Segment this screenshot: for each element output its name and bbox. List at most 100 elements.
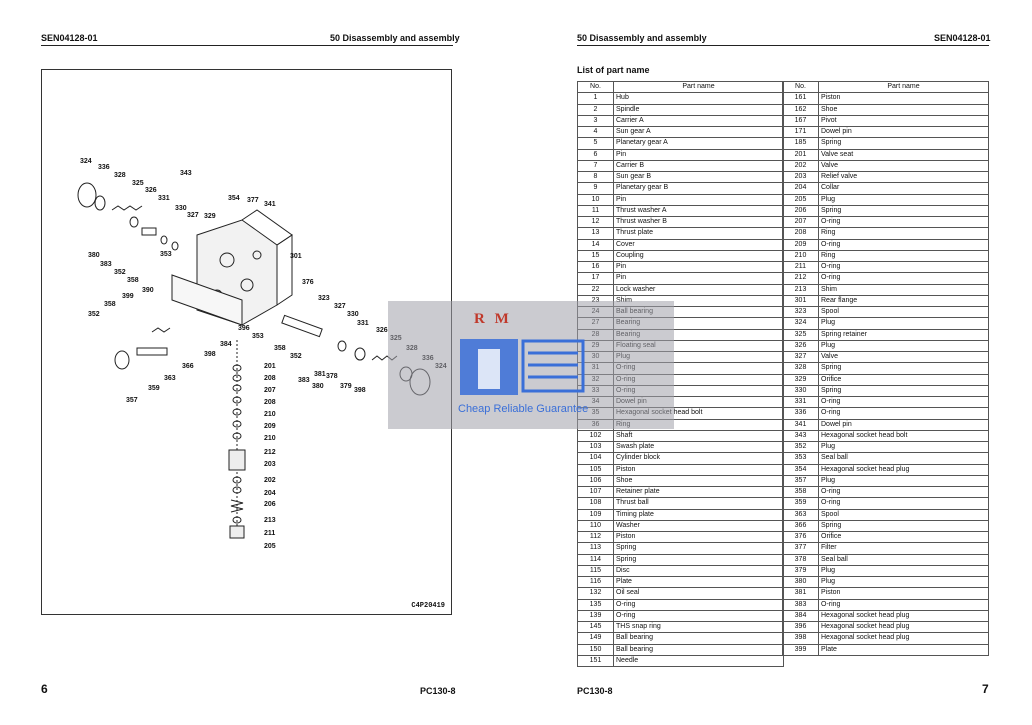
callout-label: 353 xyxy=(160,251,172,258)
part-number: 325 xyxy=(782,328,819,341)
part-number: 211 xyxy=(782,260,819,274)
callout-label: 357 xyxy=(126,397,138,404)
callout-label: 208 xyxy=(264,375,276,382)
part-name: Filter xyxy=(818,542,989,555)
part-name: Lock washer xyxy=(613,283,784,296)
part-name: Piston xyxy=(818,92,989,105)
part-name: O-ring xyxy=(818,272,989,285)
part-number: 113 xyxy=(577,542,614,555)
part-name: Spring xyxy=(613,542,784,555)
part-name: Hexagonal socket head plug xyxy=(818,609,989,623)
part-name: Cover xyxy=(613,238,784,251)
callout-label: 383 xyxy=(298,377,310,384)
part-name: Carrier B xyxy=(613,159,784,173)
callout-label: 201 xyxy=(264,363,276,370)
part-number: 358 xyxy=(782,485,819,499)
callout-label: 324 xyxy=(80,158,92,165)
callout-label: 210 xyxy=(264,435,276,442)
table-header-row: No. Part name xyxy=(782,80,989,94)
part-number: 379 xyxy=(782,564,819,578)
part-number: 105 xyxy=(577,463,614,476)
part-number: 384 xyxy=(782,609,819,623)
part-number: 213 xyxy=(782,283,819,296)
callout-label: 366 xyxy=(182,363,194,370)
callout-label: 208 xyxy=(264,399,276,406)
callout-label: 330 xyxy=(175,205,187,212)
part-number: 205 xyxy=(782,193,819,206)
part-number: 326 xyxy=(782,339,819,353)
part-number: 116 xyxy=(577,575,614,589)
part-name: Plug xyxy=(818,564,989,578)
part-name: Dowel pin xyxy=(818,418,989,431)
left-section-title: 50 Disassembly and assembly xyxy=(330,33,460,43)
part-name: Relief valve xyxy=(818,170,989,184)
part-name: Spring retainer xyxy=(818,328,989,341)
part-name: Hexagonal socket head plug xyxy=(818,463,989,476)
part-number: 9 xyxy=(577,182,614,195)
right-model: PC130-8 xyxy=(577,686,613,696)
part-number: 380 xyxy=(782,575,819,589)
col-no-header: No. xyxy=(577,80,614,94)
callout-label: 327 xyxy=(334,303,346,310)
figure-code: C4P20419 xyxy=(411,602,445,610)
part-name: Spring xyxy=(818,362,989,375)
part-name: Plug xyxy=(818,440,989,454)
callout-label: 396 xyxy=(238,325,250,332)
callout-label: 376 xyxy=(302,279,314,286)
part-number: 1 xyxy=(577,92,614,105)
part-name: Retainer plate xyxy=(613,485,784,499)
part-number: 185 xyxy=(782,137,819,150)
callout-label: 353 xyxy=(252,333,264,340)
part-number: 206 xyxy=(782,204,819,218)
callout-label: 327 xyxy=(187,212,199,219)
part-name: Oil seal xyxy=(613,587,784,600)
part-number: 12 xyxy=(577,215,614,229)
left-model: PC130-8 xyxy=(420,686,456,696)
left-page-number: 6 xyxy=(41,682,48,696)
part-name: Piston xyxy=(613,530,784,544)
callout-label: 326 xyxy=(376,327,388,334)
part-name: Spring xyxy=(818,384,989,398)
part-name: O-ring xyxy=(818,238,989,251)
part-number: 329 xyxy=(782,373,819,386)
part-number: 7 xyxy=(577,159,614,173)
callout-label: 202 xyxy=(264,477,276,484)
part-name: Sun gear B xyxy=(613,170,784,184)
part-name: O-ring xyxy=(818,260,989,274)
part-name: Shim xyxy=(818,283,989,296)
part-name: Pin xyxy=(613,148,784,161)
callout-label: 326 xyxy=(145,187,157,194)
callout-label: 352 xyxy=(88,311,100,318)
part-name: Carrier A xyxy=(613,114,784,128)
callout-label: 359 xyxy=(148,385,160,392)
part-name: Timing plate xyxy=(613,508,784,521)
callout-label: 380 xyxy=(312,383,324,390)
part-number: 324 xyxy=(782,317,819,330)
part-number: 359 xyxy=(782,497,819,510)
part-name: Collar xyxy=(818,182,989,195)
part-number: 366 xyxy=(782,519,819,533)
part-name: Valve seat xyxy=(818,148,989,161)
callout-label: 211 xyxy=(264,530,275,537)
part-number: 203 xyxy=(782,170,819,184)
